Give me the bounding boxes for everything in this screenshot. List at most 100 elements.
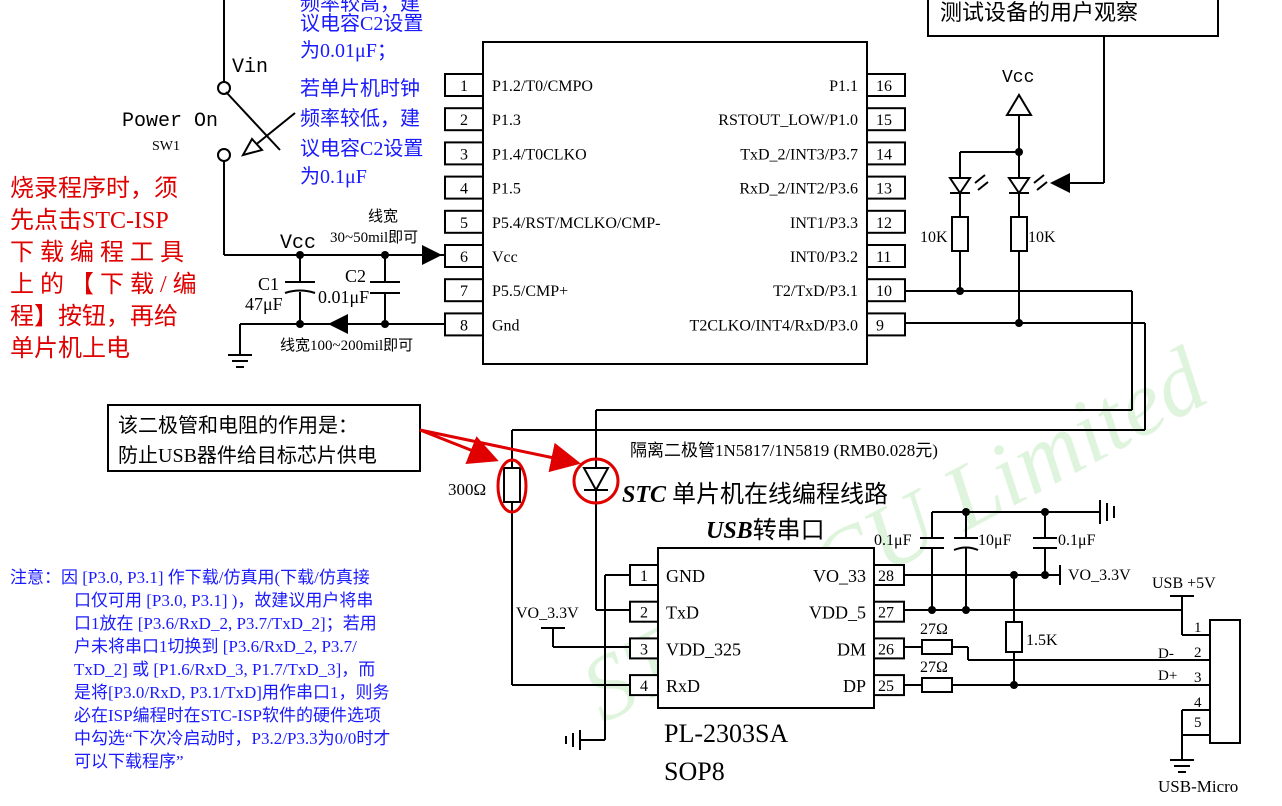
r27b-label: 27Ω <box>920 659 948 676</box>
c2-value: 0.01μF <box>318 287 369 307</box>
mcu-pin-name: P1.3 <box>492 112 521 129</box>
power-switch <box>217 0 445 256</box>
dminus-label: D- <box>1158 646 1174 662</box>
usb-pin-name: GND <box>666 566 705 586</box>
red-note: 烧录程序时，须 先点击STC-ISP 下 载 编 程 工 具 上 的 【 下 载… <box>10 175 197 362</box>
mcu-pin-name: P5.4/RST/MCLKO/CMP- <box>492 215 660 232</box>
serial-wires <box>503 290 1146 750</box>
mcu-pin-box <box>444 175 484 200</box>
attention-line: 是将[P3.0/RxD, P3.1/TxD]用作串口1，则务 <box>74 683 389 702</box>
observe-box: 测试设备的用户观察 <box>927 0 1219 193</box>
connector-pin: 4 <box>1194 695 1202 711</box>
vo33-right-label: VO_3.3V <box>1068 567 1131 584</box>
connector-pin: 2 <box>1194 645 1202 661</box>
usb-pin-number: 26 <box>878 641 894 658</box>
attention-line: 可以下载程序” <box>74 752 184 771</box>
top-blue-note: 频率较高，建 议电容C2设置 为0.01μF； <box>300 0 423 62</box>
mcu-pin-number: 8 <box>460 317 468 334</box>
mcu-pin-box <box>866 175 906 200</box>
dplus-label: D+ <box>1158 668 1177 684</box>
mcu-pin-name: RSTOUT_LOW/P1.0 <box>718 112 858 129</box>
top-note-line1: 频率较高，建 <box>300 0 420 15</box>
mcu-pin-box <box>866 107 906 132</box>
mcu-pin-number: 12 <box>876 215 892 232</box>
mcu-pin-box <box>866 312 906 337</box>
mcu-pin-number: 7 <box>460 283 468 300</box>
usb-pin-name: VO_33 <box>813 566 866 586</box>
usb-pin-number: 2 <box>640 605 648 622</box>
attention-note: 注意：因 [P3.0, P3.1] 作下载/仿真用(下载/仿真接 口仅可用 [P… <box>10 568 390 771</box>
mcu-pin-name: P1.1 <box>829 78 858 95</box>
isolation-resistor-label: 300Ω <box>448 480 486 499</box>
mcu-pin-number: 13 <box>876 181 892 198</box>
attention-line: 口1放在 [P3.6/RxD_2, P3.7/TxD_2]；若用 <box>74 614 377 633</box>
usb-pin-number: 3 <box>640 641 648 658</box>
mcu-pin-box <box>866 244 906 268</box>
red-note-line: 下 载 编 程 工 具 <box>10 239 184 266</box>
usb-pin-box <box>629 600 659 623</box>
top-note-line2: 议电容C2设置 <box>300 12 423 35</box>
usb-pin-number: 25 <box>878 678 894 695</box>
usb-chip-name: PL-2303SA <box>664 719 788 748</box>
width-top-1: 线宽 <box>368 208 398 225</box>
mcu-pin-number: 15 <box>876 112 892 129</box>
isolation-diode-label: 隔离二极管1N5817/1N5819 (RMB0.028元) <box>630 441 938 460</box>
freq-note-line4: 为0.1μF <box>300 165 367 188</box>
attention-line: TxD_2] 或 [P1.6/RxD_3, P1.7/TxD_3]，而 <box>74 660 375 679</box>
freq-note-line3: 议电容C2设置 <box>300 137 423 160</box>
mcu-pin-name: Gnd <box>492 317 520 334</box>
usb-pin-number: 27 <box>878 605 894 622</box>
usb-pin-name: VDD_5 <box>809 603 866 623</box>
width-top-2: 30~50mil即可 <box>330 230 418 246</box>
mcu-pin-number: 5 <box>460 215 468 232</box>
connector-pin: 1 <box>1194 620 1202 636</box>
attention-line: 户未将串口1切换到 [P3.6/RxD_2, P3.7/ <box>74 637 357 656</box>
usb-pin-number: 4 <box>640 678 648 695</box>
mcu-pin-number: 1 <box>460 78 468 95</box>
mcu-pin-number: 10 <box>876 283 892 300</box>
usb-pin-box <box>629 637 659 660</box>
section-title: STC 单片机在线编程线路 <box>622 481 888 508</box>
power-vcc-label: Vcc <box>280 232 316 255</box>
usb-caps <box>905 500 1241 773</box>
attention-line: 必在ISP编程时在STC-ISP软件的硬件选项 <box>74 706 381 725</box>
usb-pin-number: 1 <box>640 568 648 585</box>
connector-name: USB-Micro <box>1158 777 1238 796</box>
usb5v-label: USB +5V <box>1152 575 1216 592</box>
connector-pin: 5 <box>1194 715 1202 731</box>
vin-label: Vin <box>232 56 268 79</box>
usb-pin-number: 28 <box>878 568 894 585</box>
mcu-pin-name: INT0/P3.2 <box>790 249 858 266</box>
c2-label: C2 <box>345 266 366 286</box>
mcu-pin-number: 9 <box>876 317 884 334</box>
diode-note-line2: 防止USB器件给目标芯片供电 <box>118 444 377 467</box>
usb-cap3: 0.1μF <box>1058 532 1096 549</box>
vo33-left <box>541 627 630 648</box>
frequency-note: 若单片机时钟 频率较低，建 议电容C2设置 为0.1μF <box>300 77 423 188</box>
usb-chip-pkg: SOP8 <box>664 757 725 786</box>
c1-label: C1 <box>258 274 279 294</box>
red-note-line: 程】按钮，再给 <box>10 303 178 330</box>
usb-pin-box <box>873 674 905 697</box>
mcu-pin-number: 2 <box>460 112 468 129</box>
usb-pin-name: VDD_325 <box>666 639 741 659</box>
mcu-pin-number: 16 <box>876 78 892 95</box>
attention-line: 口仅可用 [P3.0, P3.1] )，故建议用户将串 <box>74 591 373 610</box>
mcu-pin-box <box>444 141 484 166</box>
mcu-pin-box <box>444 107 484 132</box>
mcu-chip <box>482 41 868 365</box>
red-note-line: 烧录程序时，须 <box>10 175 178 202</box>
mcu-pin-name: P1.2/T0/CMPO <box>492 78 593 95</box>
usb-pin-name: RxD <box>666 676 700 696</box>
mcu-pin-number: 3 <box>460 146 468 163</box>
mcu-right-pins: 16P1.115RSTOUT_LOW/P1.014TxD_2/INT3/P3.7… <box>690 73 906 337</box>
usb-pin-name: DM <box>837 639 866 659</box>
usb-chip <box>657 547 875 709</box>
mcu-pin-name: Vcc <box>492 249 518 266</box>
mcu-pin-name: P5.5/CMP+ <box>492 283 568 300</box>
connector-pins: 1 2 3 4 5 <box>1194 620 1202 731</box>
sw1-label: SW1 <box>152 139 180 154</box>
c1-value: 47μF <box>245 294 283 314</box>
